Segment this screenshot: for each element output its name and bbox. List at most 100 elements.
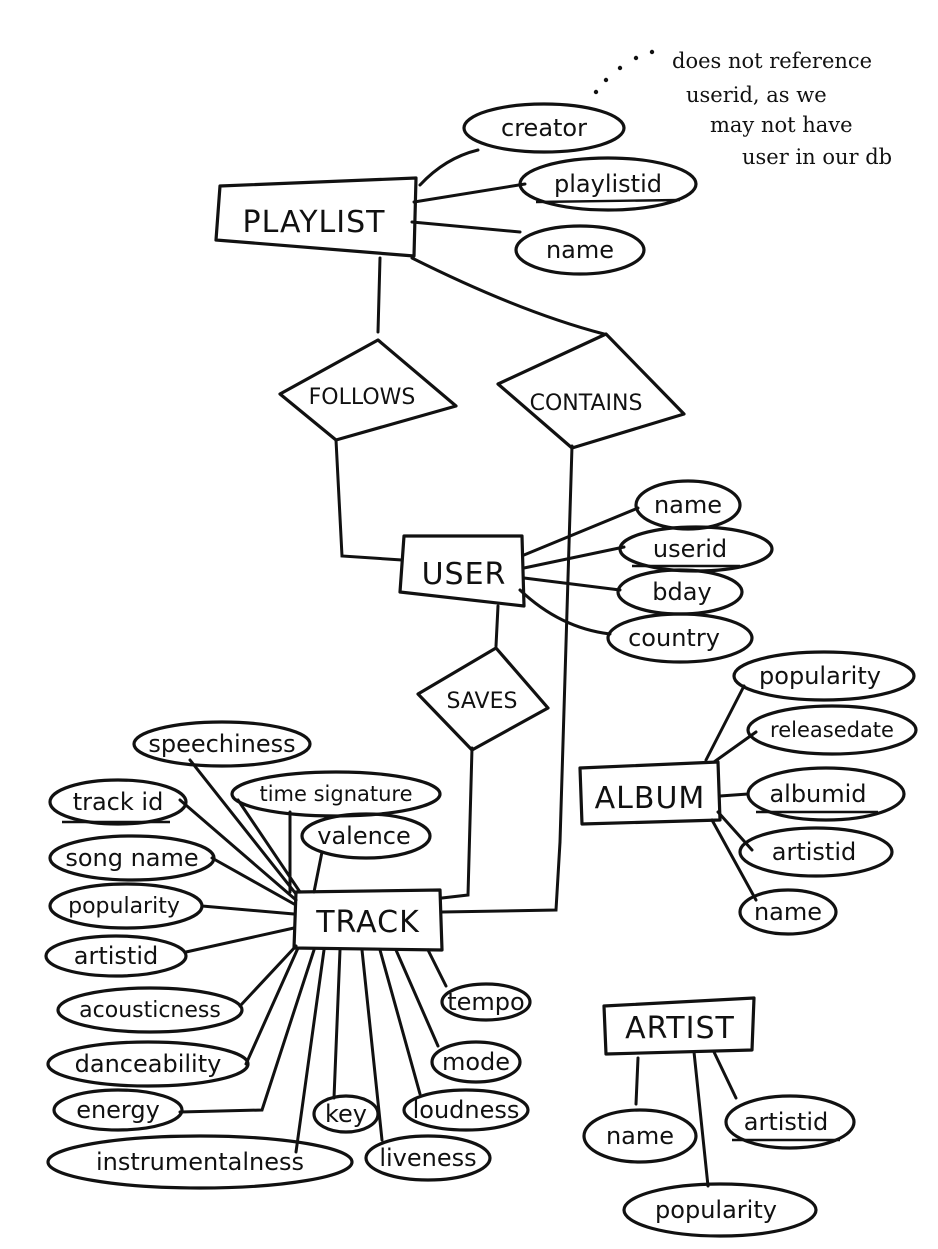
svg-text:name: name [754,898,822,926]
edge-track-valence [312,850,324,894]
edge-playlist-creator [418,148,480,187]
attr-user-name: name [634,479,742,531]
svg-text:acousticness: acousticness [79,998,221,1023]
entity-album-label: ALBUM [595,781,706,816]
svg-text:playlistid: playlistid [554,170,662,198]
attr-playlist-creator: creator [462,102,626,154]
edge-user-name [522,506,640,557]
attr-playlist-playlistid: playlistid [518,156,698,212]
attr-track-liveness: liveness [364,1134,492,1182]
edge-track-loudness [378,948,422,1096]
svg-text:track id: track id [73,788,164,816]
attr-track-valence: valence [300,812,432,860]
edge-track-artistid [184,926,296,954]
svg-text:artistid: artistid [74,942,158,970]
attr-track-popularity: popularity [48,882,204,930]
svg-text:name: name [654,491,722,519]
edge-track-mode [394,948,440,1048]
attr-user-bday: bday [616,568,744,616]
attr-artist-artistid: artistid [724,1094,856,1150]
svg-text:country: country [628,624,720,652]
entity-playlist: PLAYLIST [214,176,418,258]
svg-text:name: name [546,236,614,264]
attr-track-acousticness: acousticness [56,986,244,1034]
edge-track-instrumentalness [294,948,326,1154]
attr-album-name: name [738,888,838,936]
connectors [178,148,758,1188]
note-line-1: does not reference [672,49,872,73]
edge-playlist-follows [376,256,382,334]
attr-track-artistid: artistid [44,934,188,978]
attr-user-userid: userid [618,525,774,573]
attr-track-mode: mode [430,1040,522,1084]
edge-album-artistid [716,810,754,852]
entity-playlist-label: PLAYLIST [243,205,386,240]
svg-text:userid: userid [653,535,727,563]
relationship-follows: FOLLOWS [278,338,458,442]
svg-text:mode: mode [442,1048,510,1076]
edge-album-albumid [718,792,750,798]
edge-track-tempo [426,948,448,988]
attr-track-instrumentalness: instrumentalness [46,1134,354,1190]
edge-playlist-name [410,220,522,234]
svg-text:creator: creator [501,114,587,142]
attr-track-songname: song name [48,834,216,882]
attr-track-speechiness: speechiness [132,720,312,768]
edge-track-danceability [244,946,300,1066]
attr-track-tempo: tempo [440,982,532,1022]
attr-track-danceability: danceability [46,1040,250,1088]
svg-text:popularity: popularity [655,1196,777,1224]
attr-track-timesignature: time signature [230,770,442,818]
edge-playlist-contains [410,256,606,336]
attr-album-releasedate: releasedate [746,704,918,756]
relationship-contains: CONTAINS [496,332,686,450]
entity-album: ALBUM [578,760,722,826]
dotted-leader [593,49,655,95]
edge-user-bday [522,576,622,592]
edge-track-songname [210,856,296,906]
attr-album-popularity: popularity [732,650,916,702]
edge-follows-user [334,438,404,562]
svg-text:energy: energy [76,1096,160,1124]
edge-track-key [332,948,342,1100]
svg-text:valence: valence [317,822,411,850]
svg-text:popularity: popularity [759,662,881,690]
svg-text:bday: bday [652,578,711,606]
attr-track-energy: energy [52,1088,184,1132]
relationship-saves-label: SAVES [447,689,518,714]
attr-album-albumid: albumid [746,766,906,822]
attr-artist-popularity: popularity [622,1182,818,1238]
relationship-follows-label: FOLLOWS [309,385,416,410]
note-line-4: user in our db [742,145,892,169]
edge-saves-track [440,746,474,900]
attr-track-key: key [312,1094,380,1134]
relationship-saves: SAVES [416,646,550,752]
entity-user: USER [398,534,526,608]
svg-text:artistid: artistid [744,1108,828,1136]
svg-text:releasedate: releasedate [770,718,894,742]
edge-track-speechiness [188,758,298,896]
svg-text:liveness: liveness [379,1144,476,1172]
edge-album-name [710,818,758,902]
edge-album-popularity [704,684,746,762]
edge-track-acousticness [238,944,298,1008]
edge-track-popularity [200,904,296,916]
svg-text:artistid: artistid [772,838,856,866]
svg-text:speechiness: speechiness [148,730,295,758]
edge-track-liveness [360,948,384,1142]
entity-artist-label: ARTIST [625,1011,735,1046]
edge-track-energy [178,948,316,1114]
svg-text:loudness: loudness [413,1096,520,1124]
attr-playlist-name: name [514,224,646,276]
svg-text:tempo: tempo [447,988,524,1016]
attr-track-trackid: track id [48,778,188,826]
edge-artist-artistid [712,1050,738,1100]
annotation-note: does not reference userid, as we may not… [593,49,892,169]
svg-text:albumid: albumid [769,780,866,808]
relationship-contains-label: CONTAINS [530,391,643,416]
edge-artist-popularity [692,1050,710,1188]
note-line-2: userid, as we [686,83,827,107]
edge-user-userid [522,545,626,570]
